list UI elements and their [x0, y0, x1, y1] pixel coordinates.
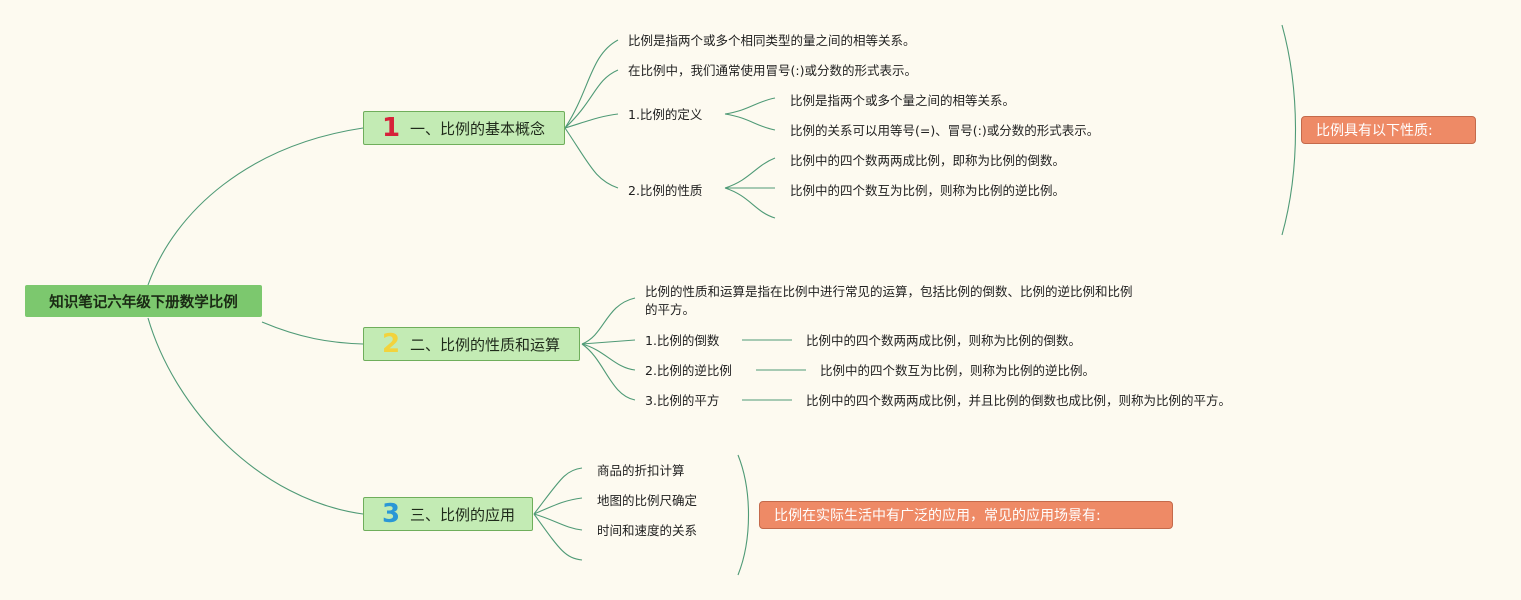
summary-label: 比例具有以下性质:	[1316, 123, 1433, 139]
brace-b1	[1281, 24, 1296, 236]
link-root-branch3	[147, 317, 364, 515]
application-item[interactable]: 时间和速度的关系	[597, 523, 698, 538]
brace-b3	[737, 454, 750, 576]
definition-node[interactable]: 1.比例的定义	[628, 107, 703, 122]
property-node[interactable]: 2.比例的性质	[628, 183, 703, 198]
link-def-b	[724, 113, 776, 131]
link-root-branch1	[147, 127, 364, 286]
summary-applications[interactable]: 比例在实际生活中有广泛的应用，常见的应用场景有:	[759, 501, 1173, 529]
number-2-icon: 2	[381, 329, 401, 359]
link-b3-i4	[533, 513, 583, 561]
link-b2-s3	[581, 343, 636, 401]
link-b3-i1	[533, 467, 583, 515]
application-item[interactable]: 商品的折扣计算	[597, 463, 685, 478]
summary-properties[interactable]: 比例具有以下性质:	[1301, 116, 1476, 144]
definition-item[interactable]: 比例是指两个或多个量之间的相等关系。	[790, 93, 1016, 108]
link-b1-item1	[564, 39, 619, 129]
link-b2-s2	[581, 343, 636, 371]
summary-label: 比例在实际生活中有广泛的应用，常见的应用场景有:	[774, 508, 1101, 524]
link-b3-i2	[533, 497, 583, 515]
reciprocal-detail[interactable]: 比例中的四个数两两成比例，则称为比例的倒数。	[806, 333, 1082, 348]
operations-intro[interactable]: 比例的性质和运算是指在比例中进行常见的运算，包括比例的倒数、比例的逆比例和比例的…	[645, 284, 1133, 317]
property-item[interactable]: 比例中的四个数两两成比例，即称为比例的倒数。	[790, 153, 1066, 168]
number-1-icon: 1	[381, 113, 401, 143]
square-node[interactable]: 3.比例的平方	[645, 393, 720, 408]
link-b2-s1	[581, 339, 636, 345]
link-b2-intro	[581, 297, 636, 345]
link-prop-a	[724, 157, 776, 189]
link-b1-item2	[564, 69, 619, 129]
link-b1-def	[564, 113, 619, 129]
branch-label: 三、比例的应用	[410, 505, 516, 524]
application-item[interactable]: 地图的比例尺确定	[597, 493, 698, 508]
branch-basic-concept[interactable]: 1 一、比例的基本概念	[363, 111, 565, 145]
link-prop-c	[724, 187, 776, 219]
root-node[interactable]: 知识笔记六年级下册数学比例	[25, 285, 262, 317]
branch-properties-operations[interactable]: 2 二、比例的性质和运算	[363, 327, 580, 361]
link-root-branch2	[261, 321, 364, 345]
reciprocal-node[interactable]: 1.比例的倒数	[645, 333, 720, 348]
link-def-a	[724, 97, 776, 115]
inverse-detail[interactable]: 比例中的四个数互为比例，则称为比例的逆比例。	[820, 363, 1096, 378]
branch-label: 一、比例的基本概念	[410, 119, 546, 138]
link-b1-prop	[564, 127, 619, 189]
definition-item[interactable]: 比例的关系可以用等号(=)、冒号(:)或分数的形式表示。	[790, 123, 1100, 138]
branch-applications[interactable]: 3 三、比例的应用	[363, 497, 533, 531]
number-3-icon: 3	[381, 499, 401, 529]
root-label: 知识笔记六年级下册数学比例	[49, 294, 238, 311]
branch-label: 二、比例的性质和运算	[410, 335, 561, 354]
concept-item[interactable]: 比例是指两个或多个相同类型的量之间的相等关系。	[628, 33, 916, 48]
inverse-node[interactable]: 2.比例的逆比例	[645, 363, 732, 378]
square-detail[interactable]: 比例中的四个数两两成比例，并且比例的倒数也成比例，则称为比例的平方。	[806, 393, 1232, 408]
property-item[interactable]: 比例中的四个数互为比例，则称为比例的逆比例。	[790, 183, 1066, 198]
concept-item[interactable]: 在比例中，我们通常使用冒号(:)或分数的形式表示。	[628, 63, 917, 78]
link-b3-i3	[533, 513, 583, 531]
